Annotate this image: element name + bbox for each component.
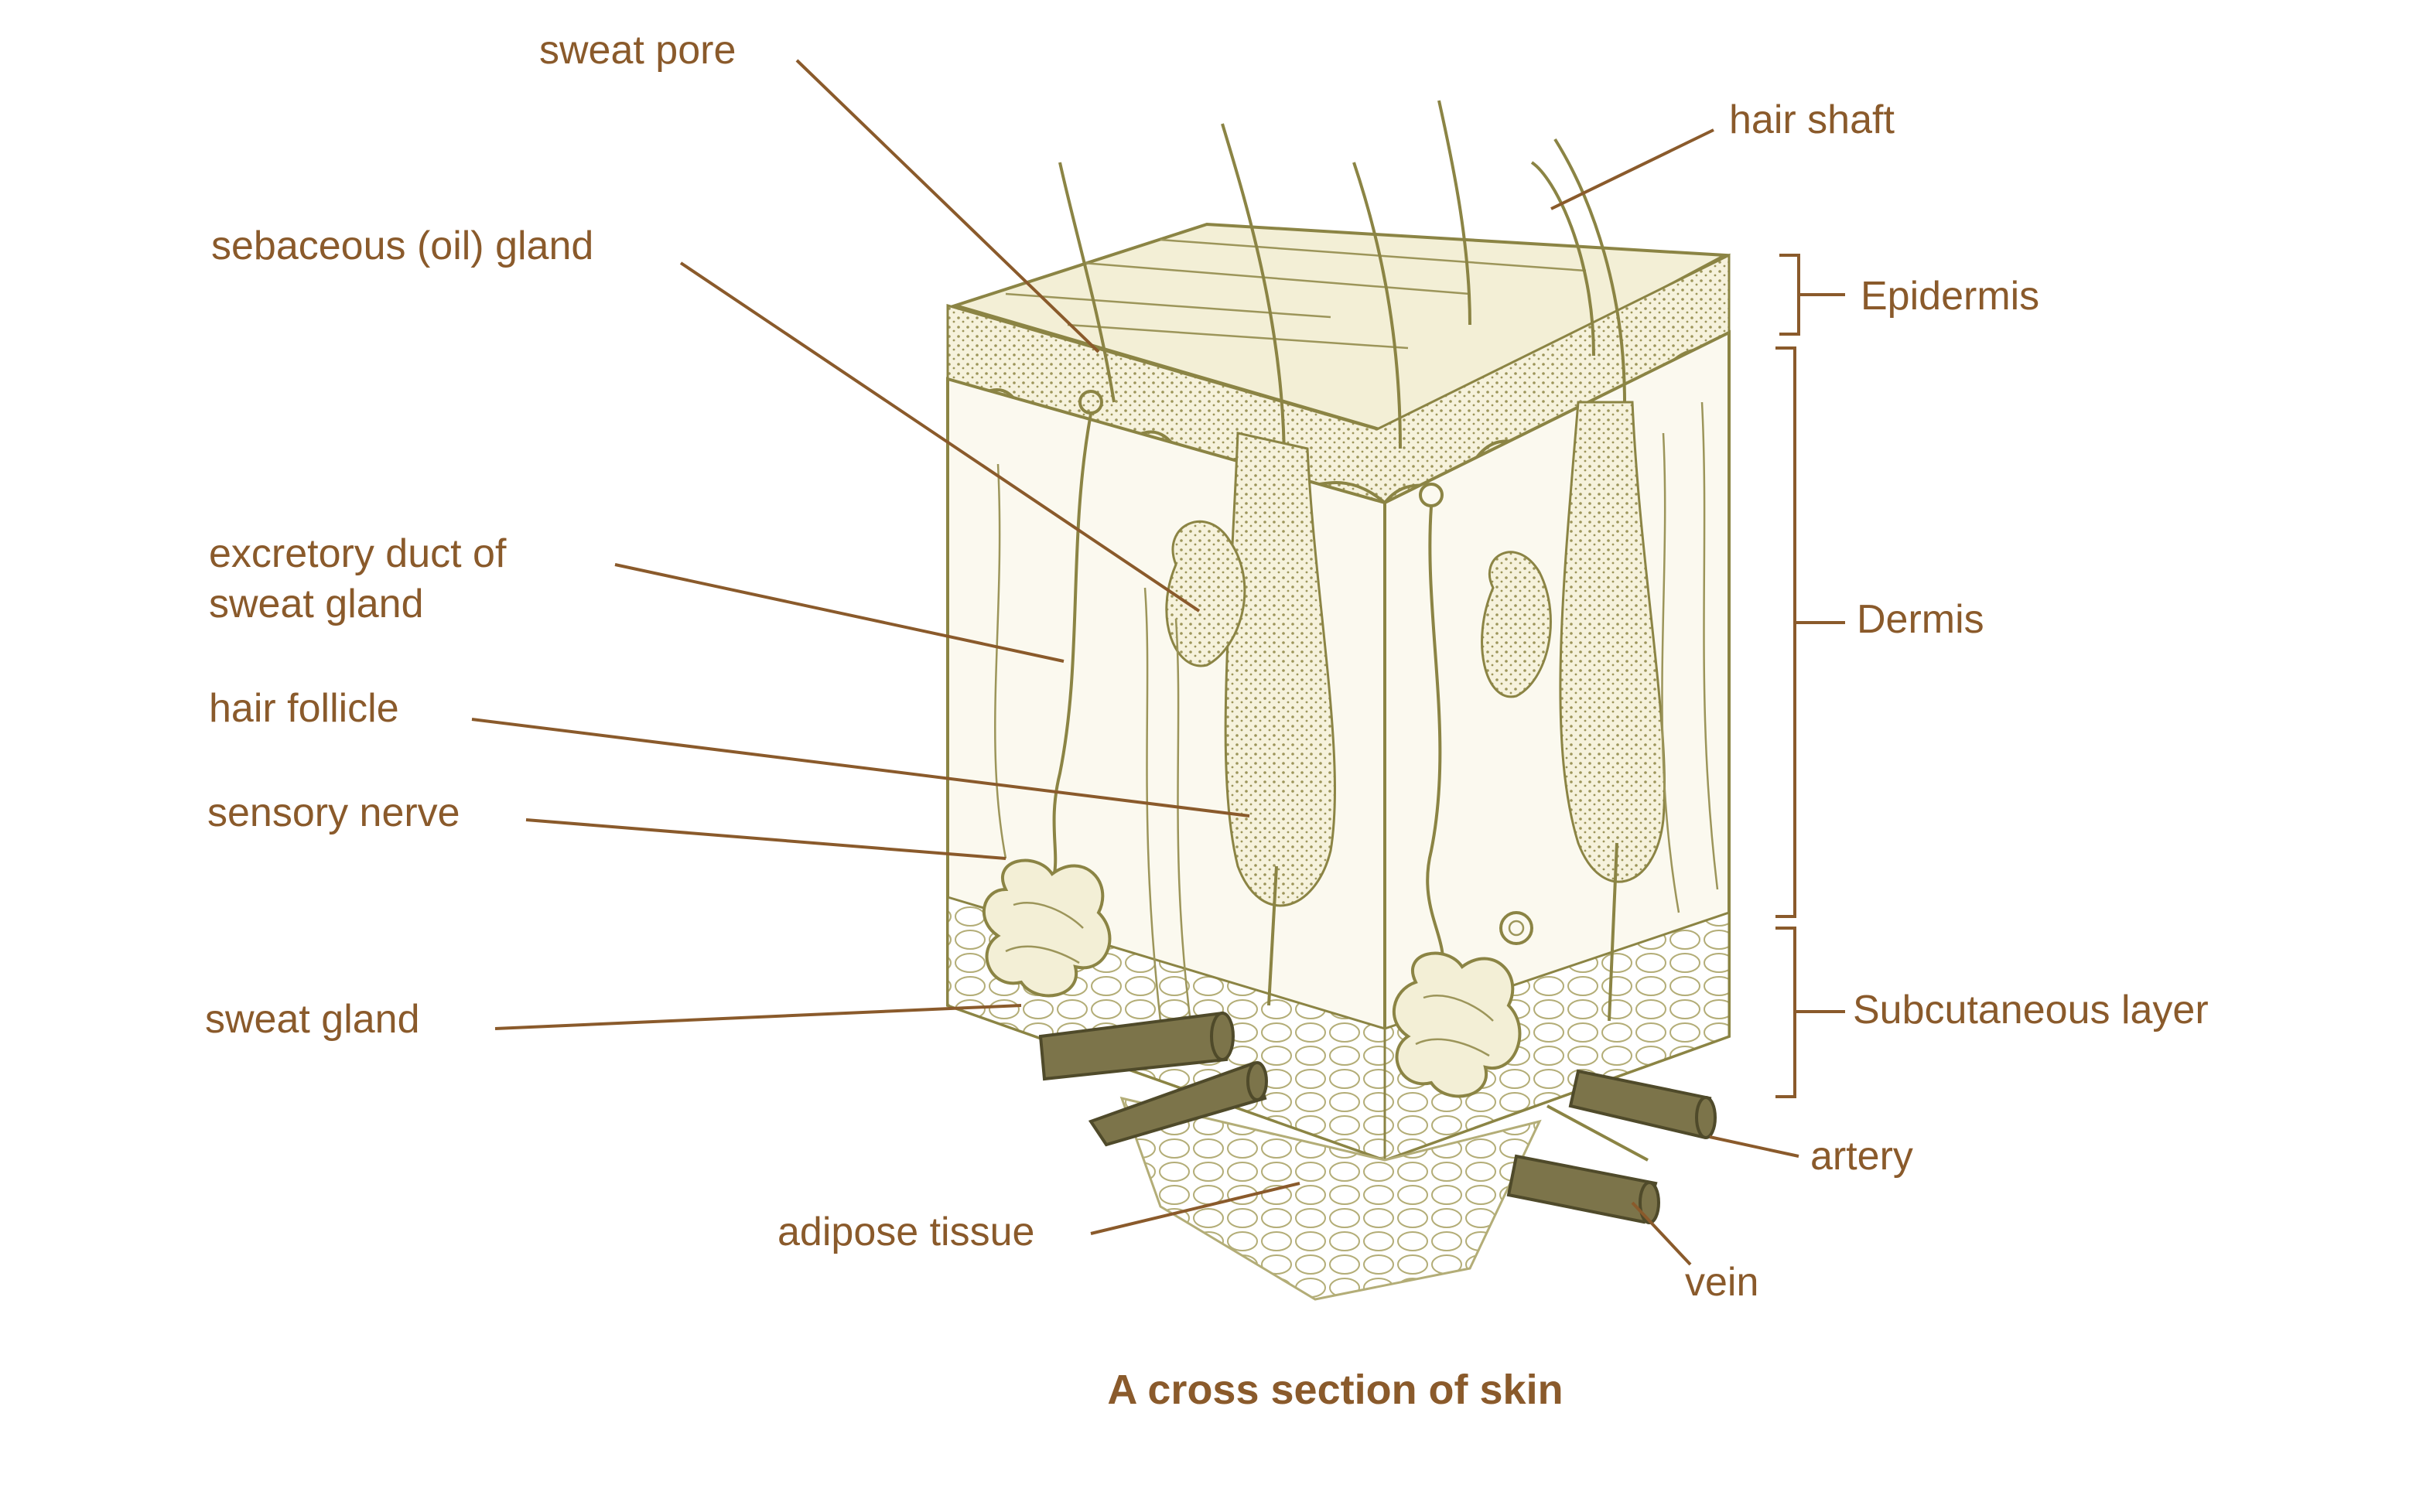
dermis-bracket — [1775, 346, 1845, 918]
sweat-glands — [983, 858, 1533, 1098]
labels: sweat pore hair shaft sebaceous (oil) gl… — [205, 28, 2209, 1305]
label-epidermis: Epidermis — [1861, 274, 2039, 319]
excretory-duct-leader — [614, 563, 1065, 663]
sweat-pores — [1078, 390, 1444, 507]
adipose-tissue-leader — [1090, 1182, 1300, 1235]
label-dermis: Dermis — [1857, 597, 1984, 642]
leader-lines — [471, 59, 1799, 1266]
sweat-pore-leader — [795, 59, 1100, 353]
layer-brackets — [1775, 254, 1845, 1098]
label-sebaceous-gland: sebaceous (oil) gland — [211, 224, 593, 268]
hair-follicle-leader — [471, 718, 1250, 817]
sebaceous-gland-leader — [679, 261, 1201, 613]
label-sensory-nerve: sensory nerve — [207, 790, 460, 835]
label-hair-shaft: hair shaft — [1729, 97, 1895, 142]
sweat-gland-leader — [494, 1004, 1022, 1030]
label-artery: artery — [1810, 1134, 1913, 1179]
skin-illustration — [946, 100, 1731, 1301]
subcutaneous-bracket — [1775, 927, 1845, 1098]
label-excretory-duct-line2: sweat gland — [209, 582, 424, 626]
label-sweat-gland: sweat gland — [205, 997, 420, 1042]
sensory-nerve-leader — [525, 818, 1006, 860]
sweat-ducts — [1043, 413, 1444, 975]
hair-shafts — [1058, 100, 1626, 465]
label-adipose-tissue: adipose tissue — [777, 1210, 1034, 1254]
artery-leader — [1709, 1135, 1799, 1158]
label-subcutaneous-layer: Subcutaneous layer — [1853, 988, 2209, 1032]
label-vein: vein — [1685, 1260, 1758, 1305]
hair-shaft-leader — [1550, 128, 1714, 210]
vein-leader — [1631, 1201, 1692, 1266]
label-excretory-duct-line1: excretory duct of — [209, 531, 507, 576]
sensory-nerves — [994, 401, 1719, 1029]
epidermis-bracket — [1779, 254, 1845, 336]
figure-caption: A cross section of skin — [1107, 1367, 1563, 1413]
blood-vessels — [1038, 1011, 1717, 1224]
label-hair-follicle: hair follicle — [209, 686, 399, 731]
adipose-tissue-mass — [1119, 1096, 1542, 1301]
sebaceous-glands — [1165, 520, 1552, 698]
subcutaneous-region-right — [1383, 910, 1731, 1162]
hair-follicles — [1224, 401, 1666, 1022]
label-sweat-pore: sweat pore — [539, 28, 736, 73]
